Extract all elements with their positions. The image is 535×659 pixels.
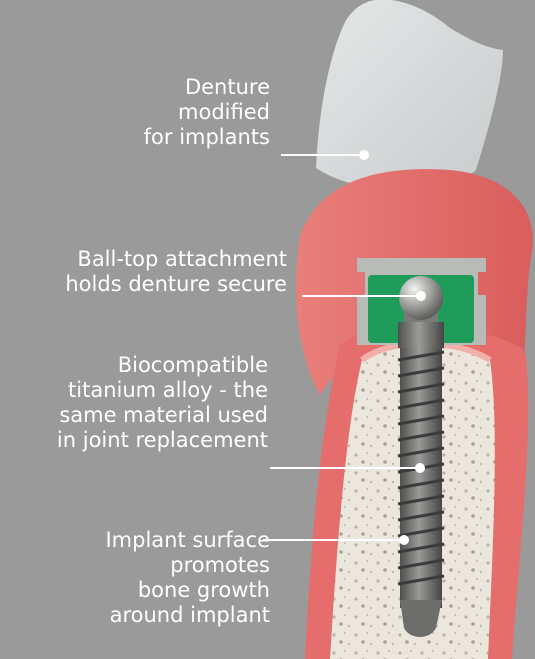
label-titanium-line-1: Biocompatible bbox=[57, 353, 268, 378]
label-surface-line-2: promotes bbox=[105, 553, 270, 578]
label-denture-line-1: Denture bbox=[144, 75, 270, 100]
label-ball-top-line-2: holds denture secure bbox=[65, 272, 287, 297]
implant-screw bbox=[398, 348, 444, 637]
label-surface-line-3: bone growth bbox=[105, 578, 270, 603]
label-surface-line-1: Implant surface bbox=[105, 528, 270, 553]
label-denture-line-2: modified bbox=[144, 100, 270, 125]
label-ball-top-line-1: Ball-top attachment bbox=[65, 247, 287, 272]
label-denture: Denture modified for implants bbox=[144, 75, 270, 150]
label-surface: Implant surface promotes bone growth aro… bbox=[105, 528, 270, 628]
label-surface-line-4: around implant bbox=[105, 603, 270, 628]
label-ball-top: Ball-top attachment holds denture secure bbox=[65, 247, 287, 297]
label-titanium-line-2: titanium alloy - the bbox=[57, 378, 268, 403]
label-titanium-line-4: in joint replacement bbox=[57, 428, 268, 453]
implant-abutment bbox=[398, 322, 444, 348]
label-titanium-line-3: same material used bbox=[57, 403, 268, 428]
label-titanium: Biocompatible titanium alloy - the same … bbox=[57, 353, 268, 453]
label-denture-line-3: for implants bbox=[144, 125, 270, 150]
denture-tooth bbox=[316, 0, 503, 190]
